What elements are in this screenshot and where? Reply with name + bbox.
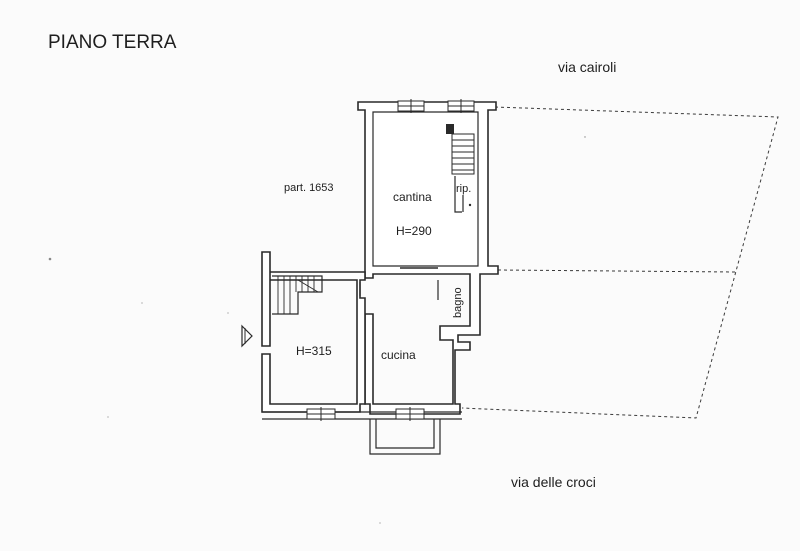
street-north-label: via cairoli [558,59,616,75]
lot-boundary [461,106,779,419]
street-south-label: via delle croci [511,474,596,490]
entrance-arrow-icon [241,324,253,348]
room-cucina-label: cucina [381,348,416,362]
room-ingresso-height: H=315 [296,344,332,358]
plan-title: PIANO TERRA [48,32,177,53]
door-marks [359,267,439,300]
stair-ingresso [272,275,323,315]
stair-cantina [446,124,475,175]
scan-specks [48,136,586,524]
room-bagno-label: bagno [452,287,464,318]
walls [261,101,499,420]
parcel-label: part. 1653 [284,182,334,194]
bay-projection [369,419,441,455]
room-cantina-label: cantina [393,190,432,204]
windows [306,99,475,421]
room-rip-label: rip. [456,183,471,195]
room-cantina-height: H=290 [396,224,432,238]
rip-closet [454,176,472,213]
